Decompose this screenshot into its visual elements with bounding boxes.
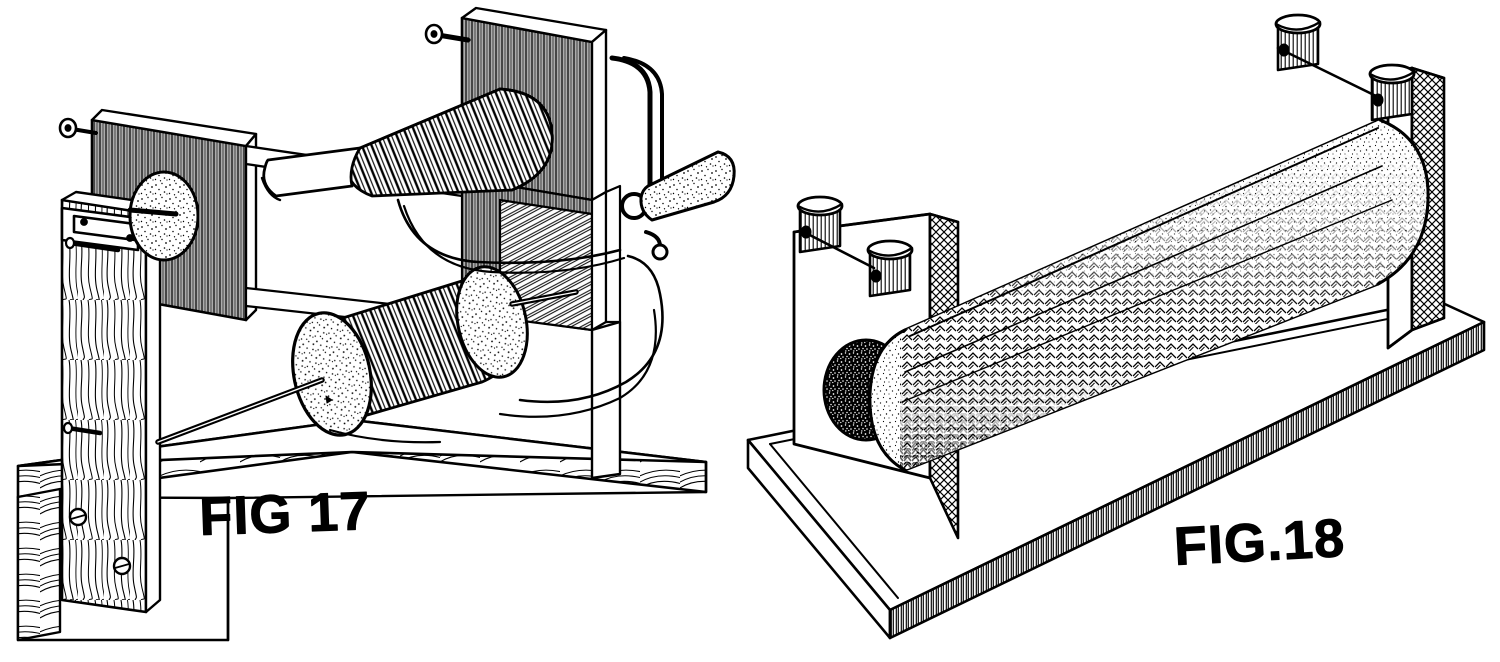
fig17-label: FIG 17 xyxy=(198,481,371,547)
binding-post xyxy=(866,239,914,298)
figure-17: FIG 17 xyxy=(16,6,736,642)
fig18-label: FIG.18 xyxy=(1172,508,1346,577)
fig17-upper-coil xyxy=(260,87,554,202)
fig17-loose-wire xyxy=(328,198,664,444)
fig17-lower-spool xyxy=(155,265,579,445)
fig18-binding-posts xyxy=(796,13,1416,298)
fig17-spool-disc-far xyxy=(455,265,529,379)
binding-post xyxy=(1274,13,1322,72)
fig18-baseboard xyxy=(746,298,1486,640)
fig17-handle-grip xyxy=(639,150,736,222)
fig17-crank-handle xyxy=(609,55,736,261)
fig17-upper-disc xyxy=(127,170,200,262)
fig17-baseboard xyxy=(16,418,708,642)
fig17-front-post xyxy=(60,190,162,614)
binding-post xyxy=(796,195,844,254)
binding-post xyxy=(1368,63,1416,122)
